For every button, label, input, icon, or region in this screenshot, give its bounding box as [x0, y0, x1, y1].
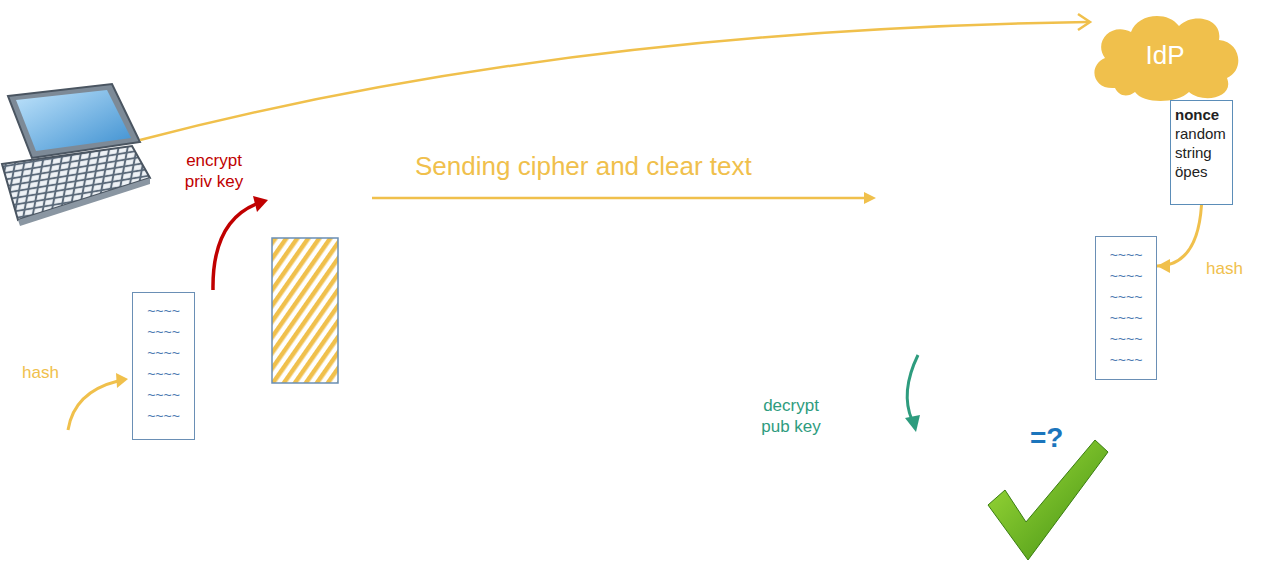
- step-label: decrypt pub key: [752, 395, 830, 438]
- document-box: ~~~~~~~~~~~~~~~~~~~~~~~~: [132, 292, 195, 440]
- arrow-head: [253, 196, 268, 212]
- arrow-head: [116, 373, 128, 388]
- hash-line: ~~~~: [1098, 308, 1154, 329]
- hash-line: ~~~~: [135, 301, 192, 322]
- hash-line: ~~~~: [1098, 245, 1154, 266]
- cloud-shape: IdP: [1085, 8, 1245, 103]
- arrow-head: [1078, 14, 1090, 30]
- compare-symbol: =?: [1030, 420, 1063, 455]
- step-label: hash: [22, 362, 59, 383]
- cloud-title: IdP: [1145, 40, 1184, 71]
- hash-arrow: [1157, 205, 1202, 273]
- step-label: encrypt priv key: [178, 150, 250, 193]
- hash-line: ~~~~: [1098, 287, 1154, 308]
- hash-line: ~~~~: [135, 343, 192, 364]
- arrow-label: Sending cipher and clear text: [415, 150, 752, 183]
- hash-line: ~~~~: [1098, 350, 1154, 371]
- checkmark: [988, 440, 1108, 560]
- hash-line: ~~~~: [1098, 329, 1154, 350]
- hash-line: ~~~~: [135, 364, 192, 385]
- hash-line: ~~~~: [135, 322, 192, 343]
- flow-curve: [140, 22, 1088, 140]
- box-body: random string öpes: [1175, 124, 1229, 181]
- cipher-block: [272, 238, 338, 383]
- hash-line: ~~~~: [135, 385, 192, 406]
- step-label: hash: [1206, 258, 1243, 279]
- document-box: ~~~~~~~~~~~~~~~~~~~~~~~~: [1095, 236, 1157, 380]
- encrypt-curve: [213, 204, 256, 290]
- arrow-head: [864, 192, 876, 204]
- box-heading: nonce: [1175, 105, 1229, 124]
- arrow-head: [905, 415, 920, 432]
- laptop-icon: [2, 84, 150, 226]
- hash-line: ~~~~: [1098, 266, 1154, 287]
- send-arrow: [372, 197, 866, 200]
- decrypt-curve: [907, 355, 918, 420]
- hash-curve: [68, 381, 118, 430]
- nonce-box: noncerandom string öpes: [1170, 100, 1233, 205]
- hash-line: ~~~~: [135, 406, 192, 427]
